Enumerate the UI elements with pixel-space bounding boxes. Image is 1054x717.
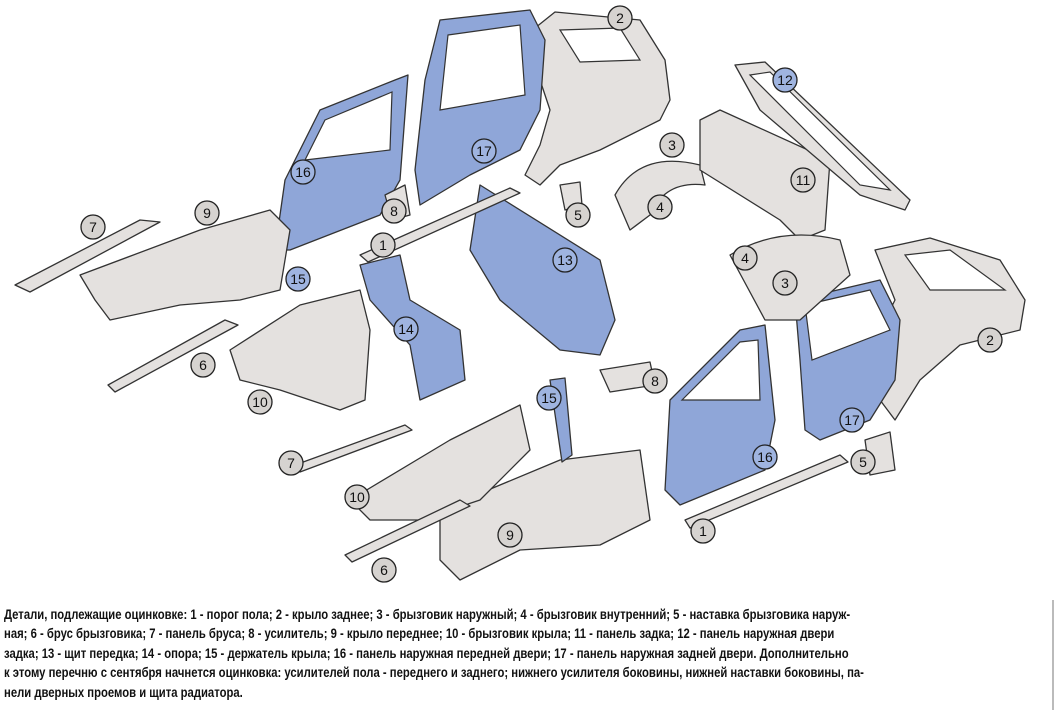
- svg-text:8: 8: [651, 373, 659, 389]
- svg-text:8: 8: [390, 203, 398, 219]
- part-firewall: [469, 184, 616, 356]
- svg-text:13: 13: [557, 252, 573, 268]
- svg-text:1: 1: [699, 523, 707, 539]
- svg-text:9: 9: [203, 205, 211, 221]
- svg-text:5: 5: [574, 207, 582, 223]
- callout: 9: [194, 200, 220, 226]
- callout: 4: [732, 245, 758, 271]
- rear-door-window-lower: [804, 289, 891, 361]
- svg-text:16: 16: [295, 164, 311, 180]
- part-front-wing-upper: [79, 209, 291, 321]
- caption-line: нели дверных проемов и щита радиатора.: [4, 684, 243, 700]
- svg-text:7: 7: [287, 455, 295, 471]
- svg-text:10: 10: [349, 489, 365, 505]
- svg-text:14: 14: [398, 321, 414, 337]
- callout: 5: [850, 449, 876, 475]
- rear-wing-window-upper: [558, 27, 642, 63]
- svg-text:2: 2: [616, 10, 624, 26]
- callout: 5: [565, 202, 591, 228]
- caption-line: Детали, подлежащие оцинковке: 1 - порог …: [4, 607, 851, 622]
- callout: 4: [647, 194, 673, 220]
- callout: 3: [772, 270, 798, 296]
- callout: 2: [607, 5, 633, 31]
- callout: 10: [344, 484, 370, 510]
- part-sill-lower: [684, 454, 849, 529]
- callout: 17: [471, 138, 497, 164]
- svg-text:15: 15: [290, 271, 306, 287]
- callout: 1: [690, 518, 716, 544]
- part-mudguard-wing-lower: [349, 404, 531, 521]
- caption: Детали, подлежащие оцинковке: 1 - порог …: [4, 605, 1000, 702]
- svg-text:3: 3: [781, 275, 789, 291]
- svg-text:15: 15: [541, 390, 557, 406]
- svg-text:11: 11: [796, 172, 811, 188]
- svg-text:17: 17: [844, 412, 860, 428]
- callout: 17: [839, 407, 865, 433]
- page-edge: [1052, 600, 1054, 710]
- svg-text:17: 17: [476, 143, 492, 159]
- callout: 7: [278, 450, 304, 476]
- front-door-window-lower: [680, 339, 761, 401]
- callout: 11: [790, 167, 816, 193]
- svg-text:6: 6: [199, 357, 207, 373]
- callout: 1: [370, 232, 396, 258]
- callout: 6: [371, 557, 397, 583]
- callout: 12: [772, 67, 798, 93]
- car-body-parts-diagram: 2 12 3 4 11 5 17 16 8 1 7 9 13 15 14 6 1…: [14, 5, 1026, 583]
- part-mudguard-bar-lower: [344, 499, 471, 563]
- svg-text:7: 7: [89, 219, 97, 235]
- svg-text:16: 16: [757, 449, 773, 465]
- svg-text:9: 9: [506, 527, 514, 543]
- callout: 3: [659, 132, 685, 158]
- part-bar-panel-upper: [14, 219, 161, 293]
- callout: 13: [552, 247, 578, 273]
- callout: 8: [642, 368, 668, 394]
- caption-line: задка; 13 - щит передка; 14 - опора; 15 …: [4, 645, 849, 661]
- callout: 9: [497, 522, 523, 548]
- callout: 15: [536, 385, 562, 411]
- callout: 7: [80, 214, 106, 240]
- rear-wing-window-lower: [903, 249, 1007, 291]
- svg-text:6: 6: [380, 562, 388, 578]
- caption-line: к этому перечню с сентября начнется оцин…: [4, 665, 864, 681]
- callout: 16: [290, 159, 316, 185]
- svg-text:4: 4: [741, 250, 749, 266]
- svg-text:2: 2: [986, 332, 994, 348]
- part-sill-upper: [359, 187, 521, 263]
- callout: 2: [977, 327, 1003, 353]
- callout: 6: [190, 352, 216, 378]
- svg-text:5: 5: [859, 454, 867, 470]
- svg-text:4: 4: [656, 199, 664, 215]
- part-bar-panel-lower: [294, 424, 413, 473]
- callout: 15: [285, 266, 311, 292]
- front-door-window-upper: [303, 91, 393, 161]
- svg-text:10: 10: [252, 394, 268, 410]
- rear-door-window-upper: [439, 24, 526, 111]
- part-mudguard-wing-upper: [229, 289, 371, 411]
- svg-text:12: 12: [777, 72, 793, 88]
- svg-text:3: 3: [668, 137, 676, 153]
- part-front-wing-lower: [439, 449, 651, 581]
- callout: 10: [247, 389, 273, 415]
- callout: 14: [393, 316, 419, 342]
- tailgate-window: [748, 71, 892, 191]
- caption-line: ная; 6 - брус брызговика; 7 - панель бру…: [4, 626, 835, 642]
- part-mudguard-bar-upper: [107, 319, 239, 393]
- callout: 8: [381, 198, 407, 224]
- svg-text:1: 1: [379, 237, 387, 253]
- callout: 16: [752, 444, 778, 470]
